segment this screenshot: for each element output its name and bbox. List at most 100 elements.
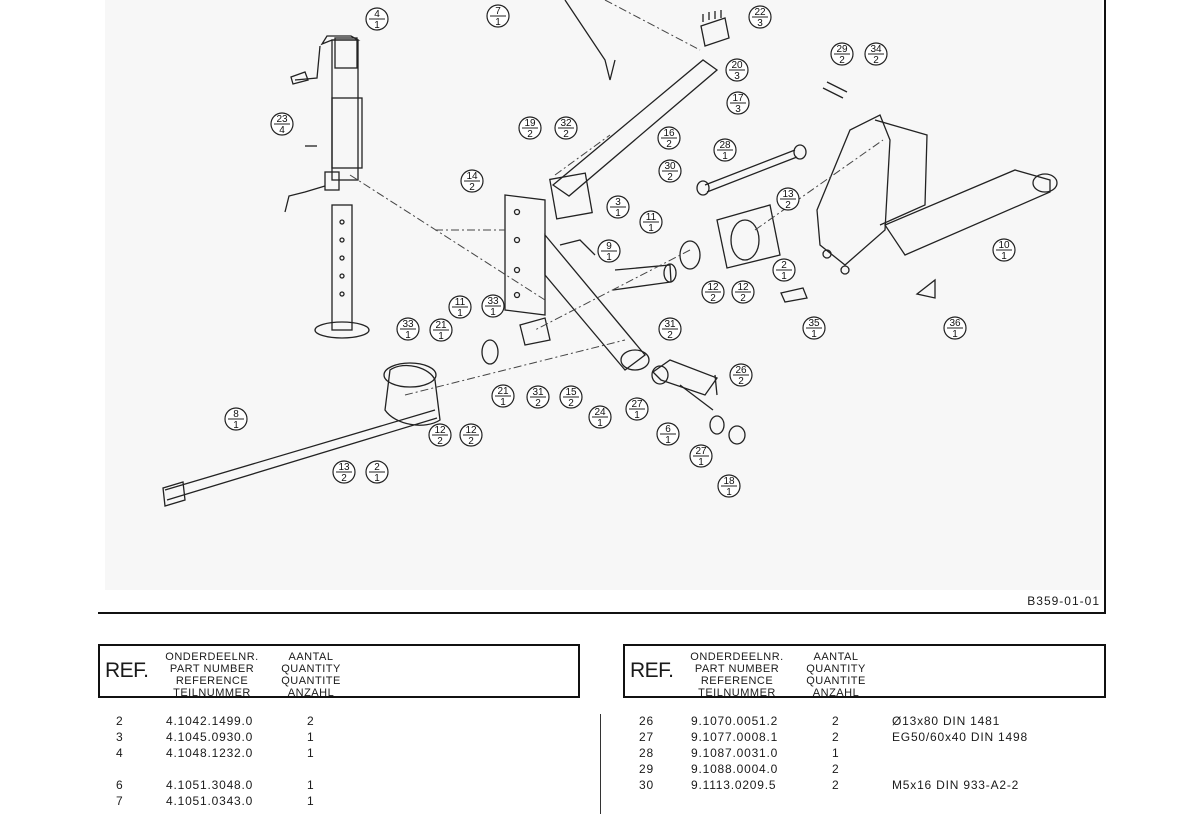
callout-ref-number: 29 — [836, 44, 848, 55]
quantity-cell: 1 — [307, 794, 315, 808]
callout-ref-number: 11 — [646, 212, 657, 223]
column-divider — [600, 714, 601, 814]
callout-balloon: 271 — [625, 397, 649, 421]
callout-ref-number: 2 — [781, 260, 787, 271]
callout-balloon: 71 — [486, 4, 510, 28]
callout-quantity: 1 — [374, 20, 380, 31]
callout-quantity: 2 — [468, 436, 474, 447]
callout-balloon: 132 — [332, 460, 356, 484]
description-cell: Ø13x80 DIN 1481 — [892, 714, 1001, 728]
callout-balloon: 122 — [701, 280, 725, 304]
quantity-cell: 2 — [832, 714, 840, 728]
callout-quantity: 1 — [233, 420, 239, 431]
ref-cell: 4 — [116, 746, 124, 760]
callout-balloon: 262 — [729, 363, 753, 387]
callout-balloon: 351 — [802, 316, 826, 340]
callout-quantity: 1 — [952, 329, 958, 340]
callout-balloon: 91 — [597, 239, 621, 263]
callout-ref-number: 9 — [606, 241, 612, 252]
callout-balloon: 223 — [748, 5, 772, 29]
part-number-cell: 4.1051.0343.0 — [166, 794, 254, 808]
callout-quantity: 3 — [735, 104, 741, 115]
ref-cell: 7 — [116, 794, 124, 808]
callout-balloon: 81 — [224, 407, 248, 431]
callout-quantity: 1 — [722, 151, 728, 162]
callout-balloon: 211 — [429, 318, 453, 342]
callout-ref-number: 24 — [594, 407, 606, 418]
callout-ref-number: 4 — [374, 9, 380, 20]
callout-ref-number: 26 — [735, 365, 747, 376]
ref-cell: 3 — [116, 730, 124, 744]
callout-ref-number: 22 — [754, 7, 766, 18]
callout-ref-number: 7 — [495, 6, 501, 17]
callout-balloon: 322 — [554, 116, 578, 140]
callout-ref-number: 34 — [870, 44, 882, 55]
callout-balloon: 271 — [689, 444, 713, 468]
callout-balloon: 192 — [518, 116, 542, 140]
callout-ref-number: 21 — [497, 386, 509, 397]
callout-quantity: 1 — [634, 410, 640, 421]
part-number-column-header: ONDERDEELNR. PART NUMBER REFERENCE TEILN… — [165, 651, 259, 699]
ref-cell: 6 — [116, 778, 124, 792]
callout-quantity: 1 — [665, 435, 671, 446]
callout-quantity: 1 — [698, 457, 704, 468]
callout-balloon: 31 — [606, 195, 630, 219]
ref-cell: 26 — [639, 714, 654, 728]
callout-balloon: 203 — [725, 58, 749, 82]
callout-balloon: 101 — [992, 238, 1016, 262]
callout-ref-number: 19 — [524, 118, 536, 129]
callout-ref-number: 6 — [665, 424, 671, 435]
callout-quantity: 1 — [438, 331, 444, 342]
part-number-column-header: ONDERDEELNR. PART NUMBER REFERENCE TEILN… — [690, 651, 784, 699]
callout-ref-number: 15 — [565, 387, 577, 398]
table-row: 3 4.1045.0930.0 1 — [98, 730, 578, 746]
callout-quantity: 1 — [615, 208, 621, 219]
callout-ref-number: 12 — [434, 425, 446, 436]
ref-cell: 28 — [639, 746, 654, 760]
part-number-cell: 4.1051.3048.0 — [166, 778, 254, 792]
callout-ref-number: 27 — [631, 399, 643, 410]
callout-quantity: 2 — [873, 55, 879, 66]
callout-ref-number: 32 — [560, 118, 572, 129]
callout-quantity: 2 — [469, 182, 475, 193]
callout-ref-number: 17 — [732, 93, 744, 104]
callout-quantity: 1 — [811, 329, 817, 340]
callout-balloon: 331 — [481, 294, 505, 318]
callout-balloon: 361 — [943, 316, 967, 340]
callout-quantity: 1 — [597, 418, 603, 429]
quantity-cell: 1 — [307, 746, 315, 760]
callout-quantity: 1 — [495, 17, 501, 28]
callout-ref-number: 36 — [949, 318, 961, 329]
callout-quantity: 2 — [785, 200, 791, 211]
callout-ref-number: 8 — [233, 409, 239, 420]
callout-ref-number: 12 — [737, 282, 749, 293]
parts-list-left: 2 4.1042.1499.0 2 3 4.1045.0930.0 1 4 4.… — [98, 714, 578, 810]
callout-ref-number: 27 — [695, 446, 707, 457]
callout-balloon: 181 — [717, 474, 741, 498]
callout-balloon: 61 — [656, 422, 680, 446]
description-cell: EG50/60x40 DIN 1498 — [892, 730, 1028, 744]
callout-balloon: 173 — [726, 91, 750, 115]
callout-balloon: 162 — [657, 126, 681, 150]
callout-quantity: 1 — [457, 308, 463, 319]
table-row: 27 9.1077.0008.1 2 EG50/60x40 DIN 1498 — [623, 730, 1103, 746]
parts-table-header-right: REF. ONDERDEELNR. PART NUMBER REFERENCE … — [623, 644, 1106, 699]
quantity-cell: 2 — [832, 762, 840, 776]
parts-list-right: 26 9.1070.0051.2 2 Ø13x80 DIN 1481 27 9.… — [623, 714, 1103, 794]
callout-quantity: 2 — [341, 473, 347, 484]
part-number-cell: 4.1042.1499.0 — [166, 714, 254, 728]
callout-quantity: 1 — [781, 271, 787, 282]
quantity-column-header: AANTAL QUANTITY QUANTITE ANZAHL — [281, 651, 341, 699]
callout-balloon: 234 — [270, 112, 294, 136]
callout-balloon: 312 — [526, 385, 550, 409]
callout-balloon: 312 — [658, 317, 682, 341]
callout-balloon: 302 — [658, 159, 682, 183]
callout-balloon: 21 — [365, 460, 389, 484]
callout-ref-number: 16 — [663, 128, 675, 139]
callout-quantity: 1 — [1001, 251, 1007, 262]
callout-quantity: 1 — [726, 487, 732, 498]
drawing-frame — [98, 0, 1106, 614]
callout-balloon: 111 — [448, 295, 472, 319]
table-row: 26 9.1070.0051.2 2 Ø13x80 DIN 1481 — [623, 714, 1103, 730]
